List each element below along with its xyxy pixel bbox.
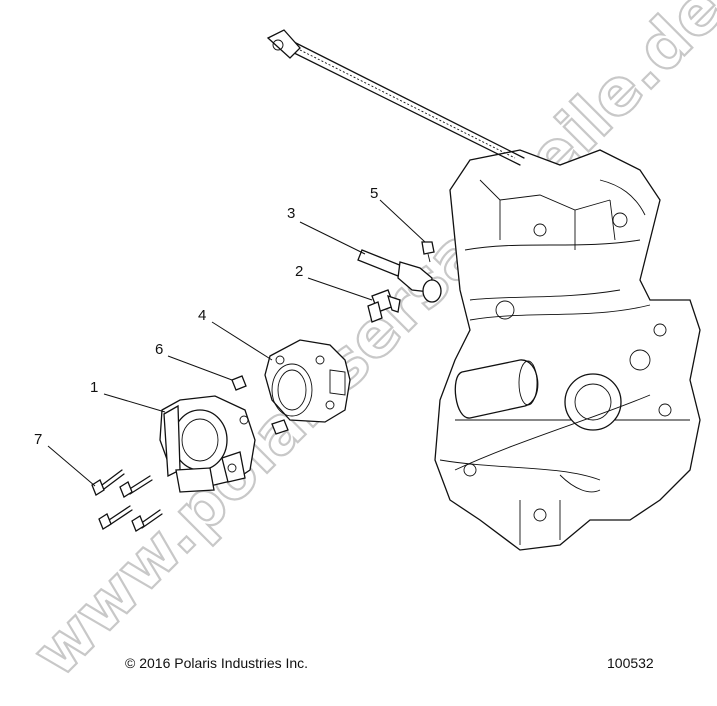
callout-6: 6 bbox=[155, 341, 163, 358]
part-6-bolt bbox=[231, 375, 289, 435]
part-7-bolts bbox=[91, 469, 163, 532]
callout-2: 2 bbox=[295, 263, 303, 280]
braided-hose bbox=[266, 29, 525, 166]
part-3-sensor bbox=[357, 249, 442, 303]
callout-4: 4 bbox=[198, 307, 206, 324]
part-2-fitting bbox=[367, 289, 401, 323]
callout-1: 1 bbox=[90, 379, 98, 396]
callout-5: 5 bbox=[370, 185, 378, 202]
engine-block bbox=[434, 149, 701, 551]
copyright-notice: © 2016 Polaris Industries Inc. bbox=[125, 655, 309, 671]
part-5-bolt bbox=[421, 241, 435, 263]
callout-7: 7 bbox=[34, 431, 42, 448]
part-4-adapter bbox=[264, 339, 351, 423]
leader-lines bbox=[47, 199, 426, 487]
part-1-throttle-body bbox=[159, 395, 256, 493]
callout-3: 3 bbox=[287, 205, 295, 222]
figure-number: 100532 bbox=[607, 655, 654, 671]
